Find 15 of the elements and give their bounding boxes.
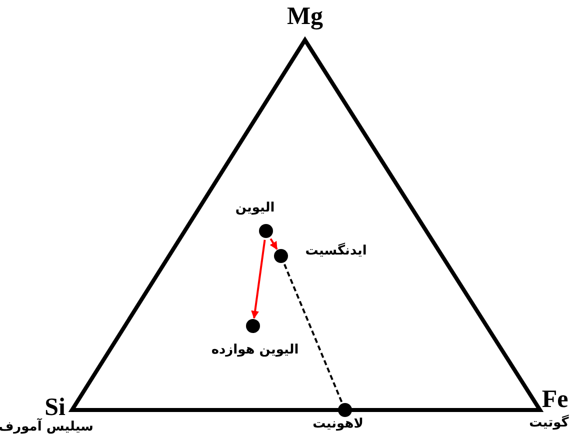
data-point bbox=[338, 403, 352, 417]
vertex-label: Mg bbox=[286, 4, 324, 30]
connector-line bbox=[284, 264, 343, 403]
point-label: الیوین bbox=[235, 200, 275, 216]
point-label: لاهونیت bbox=[312, 416, 364, 432]
point-label: ایدنگسیت bbox=[305, 244, 367, 258]
vertex-label: Fe bbox=[542, 387, 568, 413]
mineral-label: گوتیت bbox=[529, 416, 569, 430]
arrow bbox=[270, 238, 278, 250]
vertex-label: Si bbox=[44, 395, 66, 421]
data-point bbox=[259, 224, 273, 238]
arrow bbox=[251, 240, 266, 319]
point-label: الیوین هوازده bbox=[211, 342, 299, 358]
data-point bbox=[274, 249, 288, 263]
data-point bbox=[246, 319, 260, 333]
